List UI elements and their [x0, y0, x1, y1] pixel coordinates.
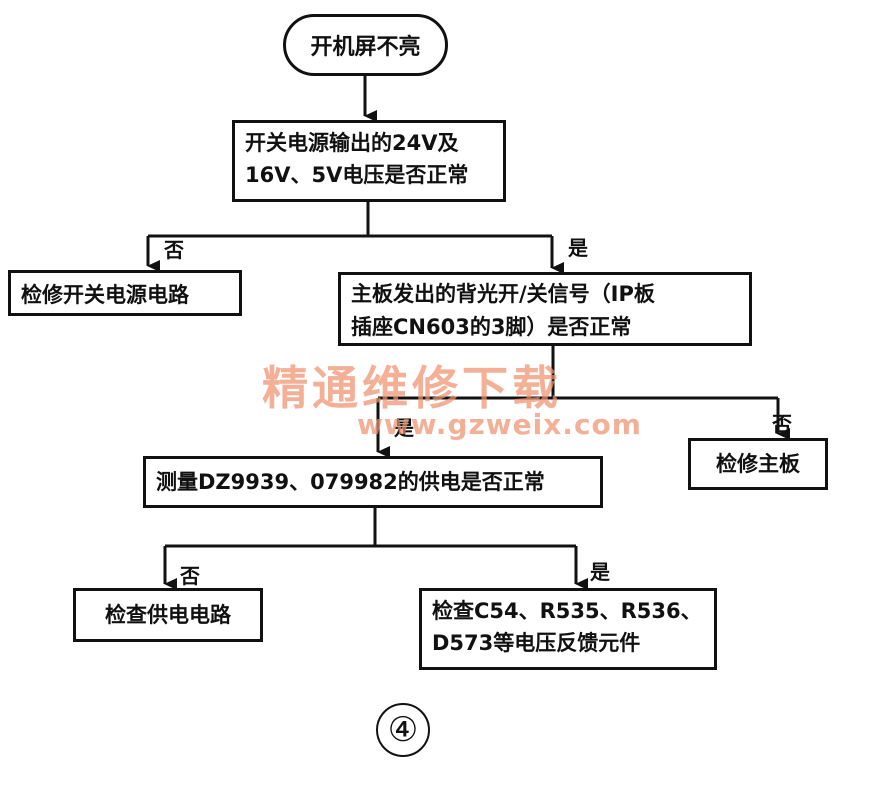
repair-power-text: 检修开关电源电路: [21, 283, 189, 307]
branch-label-power-no: 否: [164, 238, 184, 262]
power-check-line-1: 开关电源输出的24V及: [245, 131, 459, 155]
feedback-line-1: 检查C54、R535、R536、: [432, 599, 702, 623]
start-terminal: 开机屏不亮: [283, 14, 448, 76]
branch-label-backlight-yes: 是: [394, 416, 414, 440]
backlight-check-line-1: 主板发出的背光开/关信号（IP板: [351, 282, 655, 306]
power-output-check-box: 开关电源输出的24V及 16V、5V电压是否正常: [232, 120, 506, 202]
supply-check-text: 测量DZ9939、079982的供电是否正常: [156, 470, 545, 494]
repair-power-circuit-box: 检修开关电源电路: [8, 270, 242, 316]
feedback-line-2: D573等电压反馈元件: [432, 631, 641, 655]
repair-mainboard-box: 检修主板: [688, 438, 828, 490]
branch-label-supply-no: 否: [180, 564, 200, 588]
power-check-line-2: 16V、5V电压是否正常: [245, 163, 469, 187]
backlight-check-line-2: 插座CN603的3脚）是否正常: [351, 315, 632, 339]
watermark-url: www.gzweix.com: [357, 408, 642, 441]
branch-label-backlight-no: 否: [772, 412, 792, 436]
repair-board-text: 检修主板: [716, 452, 800, 476]
backlight-signal-check-box: 主板发出的背光开/关信号（IP板 插座CN603的3脚）是否正常: [338, 272, 752, 346]
check-supply-circuit-box: 检查供电电路: [73, 588, 263, 642]
figure-number: ④: [376, 703, 430, 757]
branch-label-supply-yes: 是: [590, 560, 610, 584]
supply-voltage-check-box: 测量DZ9939、079982的供电是否正常: [143, 456, 603, 508]
check-supply-circuit-text: 检查供电电路: [105, 603, 231, 627]
check-feedback-components-box: 检查C54、R535、R536、 D573等电压反馈元件: [419, 588, 717, 670]
watermark-text: 精通维修下载: [262, 361, 562, 415]
branch-label-power-yes: 是: [568, 236, 588, 260]
